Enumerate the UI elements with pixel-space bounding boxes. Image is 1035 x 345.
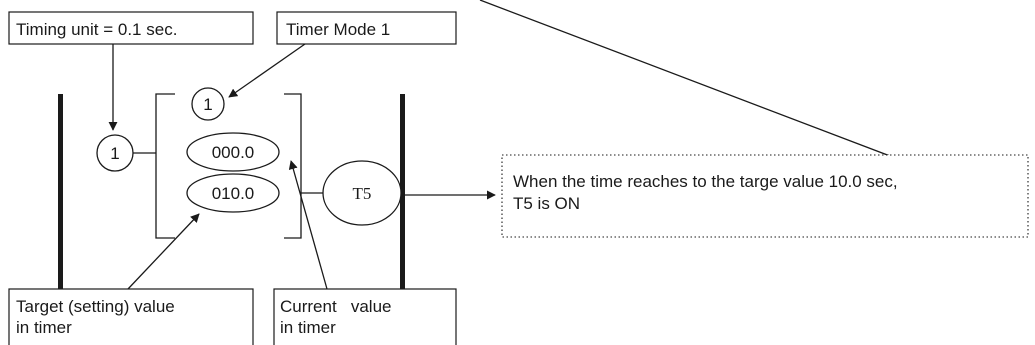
timing-unit-label: Timing unit = 0.1 sec. <box>16 20 177 39</box>
timer-mode-callout: Timer Mode 1 <box>276 11 457 45</box>
target-callout-line1: Target (setting) value <box>16 297 175 316</box>
result-leader-line <box>479 0 891 157</box>
current-value-arrow <box>288 160 328 290</box>
target-value-arrow <box>127 213 200 290</box>
current-value: 000.0 <box>212 143 255 162</box>
timing-unit-number: 1 <box>110 144 119 163</box>
timer-mode-circle <box>191 87 225 121</box>
left-power-rail <box>58 94 63 312</box>
timer-instruction: 1 1 000.0 010.0 <box>96 87 302 239</box>
timer-right-bracket <box>284 93 302 239</box>
target-value: 010.0 <box>212 184 255 203</box>
timing-unit-callout: Timing unit = 0.1 sec. <box>8 11 254 45</box>
result-text-line1: When the time reaches to the targe value… <box>513 172 898 191</box>
timer-mode-label: Timer Mode 1 <box>286 20 390 39</box>
target-value-callout: Target (setting) value in timer <box>8 288 254 345</box>
result-text-line2: T5 is ON <box>513 194 580 213</box>
right-power-rail <box>400 94 405 296</box>
timer-left-bracket <box>155 93 175 239</box>
output-coil-label: T5 <box>353 184 372 203</box>
result-callout: When the time reaches to the targe value… <box>501 154 1029 238</box>
output-coil-ellipse <box>322 160 402 226</box>
current-callout-line1: Current value <box>280 297 392 316</box>
current-callout-line2: in timer <box>280 318 336 337</box>
target-callout-line2: in timer <box>16 318 72 337</box>
target-value-ellipse <box>186 173 280 213</box>
timer-mode-arrow <box>228 43 306 98</box>
timer-mode-number: 1 <box>203 95 212 114</box>
current-value-callout: Current value in timer <box>273 288 457 345</box>
current-value-ellipse <box>186 132 280 172</box>
